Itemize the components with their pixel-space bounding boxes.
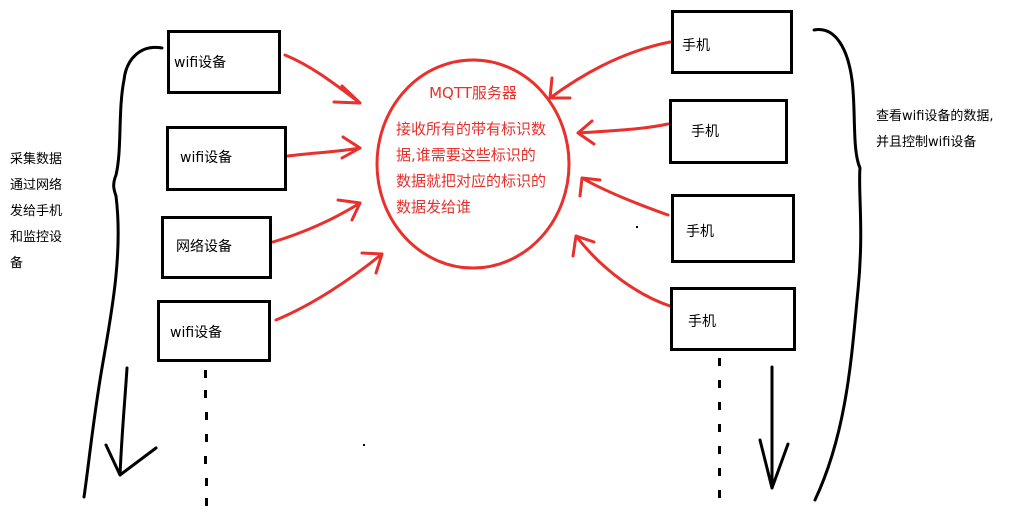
left-note-line: 发给手机 [10, 204, 63, 219]
left-note-line: 通过网络 [10, 178, 63, 193]
device-box-1: wifi设备 [167, 30, 281, 94]
device-box-4: wifi设备 [157, 300, 271, 362]
server-description-line: 据,谁需要这些标识的 [396, 146, 536, 164]
stray-dot [636, 226, 638, 228]
right-note-line: 查看wifi设备的数据, [876, 109, 994, 124]
right-down-arrow [758, 365, 790, 490]
phone-box-4: 手机 [670, 287, 796, 351]
phone-label: 手机 [682, 38, 710, 54]
left-note-line: 备 [10, 256, 24, 271]
left-note-line: 和监控设 [10, 230, 63, 245]
stray-dot [363, 444, 365, 446]
phone-label: 手机 [686, 224, 714, 240]
device-box-2: wifi设备 [166, 126, 287, 191]
server-description-line: 接收所有的带有标识数 [396, 120, 547, 138]
arrow-device-3-to-server [271, 198, 362, 244]
phone-box-3: 手机 [671, 194, 795, 263]
arrow-phone-1-to-server [548, 40, 672, 100]
server-title: MQTT服务器 [429, 84, 517, 102]
phone-label: 手机 [691, 124, 719, 140]
arrow-phone-3-to-server [578, 176, 670, 217]
device-label: wifi设备 [170, 325, 223, 341]
phone-box-1: 手机 [671, 10, 793, 74]
phone-label: 手机 [688, 314, 716, 330]
mqtt-server-ellipse [375, 58, 571, 270]
device-box-3: 网络设备 [161, 216, 272, 279]
arrow-phone-4-to-server [571, 234, 672, 308]
left-down-arrow [104, 366, 158, 477]
phone-continuation-dots [718, 358, 721, 498]
device-label: wifi设备 [180, 150, 233, 166]
right-brace [812, 28, 863, 502]
phone-box-2: 手机 [669, 99, 788, 164]
device-label: 网络设备 [176, 239, 232, 255]
arrow-device-4-to-server [274, 251, 384, 322]
device-continuation-dots [204, 370, 208, 506]
server-description-line: 数据发给谁 [396, 198, 472, 216]
arrow-phone-2-to-server [576, 119, 670, 146]
device-label: wifi设备 [174, 55, 227, 71]
arrow-device-2-to-server [286, 135, 362, 160]
left-note: 采集数据 通过网络 发给手机 和监控设 备 [10, 147, 62, 277]
arrow-device-1-to-server [283, 53, 362, 105]
server-description: 接收所有的带有标识数 据,谁需要这些标识的 数据就把对应的标识的 数据发给谁 [396, 116, 568, 220]
left-note-line: 采集数据 [10, 152, 63, 167]
right-note-line: 并且控制wifi设备 [876, 135, 977, 150]
server-description-line: 数据就把对应的标识的 [396, 172, 547, 190]
right-note: 查看wifi设备的数据, 并且控制wifi设备 [876, 104, 994, 156]
left-brace [82, 45, 164, 499]
